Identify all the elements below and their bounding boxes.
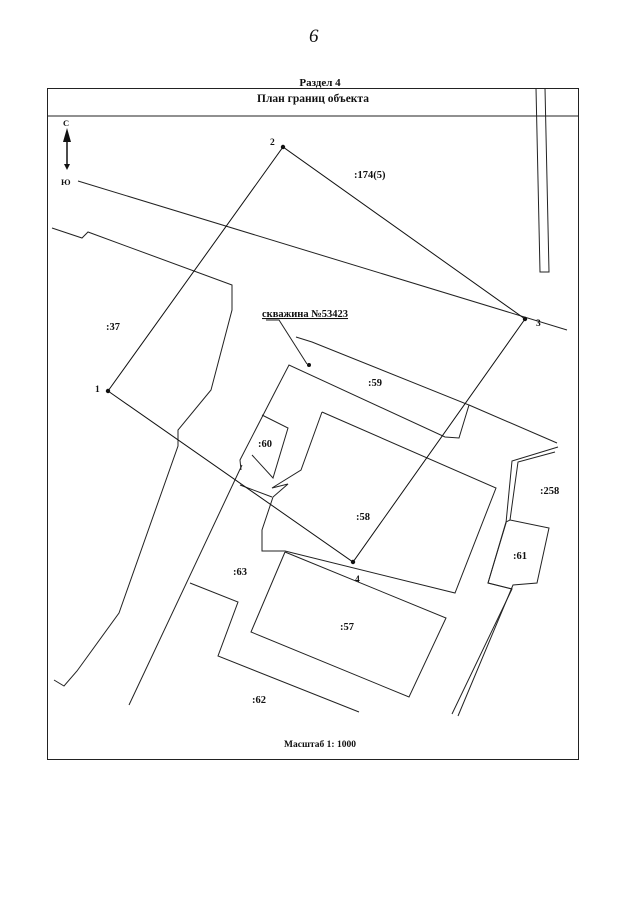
parcel-61-boundary [487, 519, 513, 590]
parcel-57-boundary [250, 551, 447, 698]
parcel-label-63: :63 [233, 567, 247, 578]
page-number: 6 [309, 26, 319, 47]
parcel-59-east-line [468, 404, 558, 444]
well-label: скважина №53423 [262, 309, 348, 320]
parcel-37-boundary [51, 227, 233, 687]
plan-title: План границ объекта [257, 93, 369, 105]
point-2-label: 2 [270, 138, 275, 148]
road-strip [535, 87, 550, 273]
parcel-label-57: :57 [340, 622, 354, 633]
parcel-63-west-edge [128, 464, 243, 706]
point-4-label: 4 [355, 575, 360, 585]
parcel-60-boundary [251, 414, 289, 479]
point-1-marker [105, 388, 111, 394]
point-1-label: 1 [95, 385, 100, 395]
point-3-marker [522, 316, 528, 322]
section-title: Раздел 4 [299, 77, 341, 89]
parcel-258-boundary-2 [457, 451, 556, 717]
parcel-label-258: :258 [540, 486, 559, 497]
scale-label: Масштаб 1: 1000 [284, 740, 356, 750]
point-4-marker [350, 559, 356, 565]
diagonal-boundary-line [77, 180, 568, 331]
parcel-label-61: :61 [513, 551, 527, 562]
compass-north-label: С [63, 118, 69, 128]
parcel-label-174: :174(5) [354, 170, 386, 181]
parcel-58-boundary [261, 411, 497, 594]
well-leader-line [266, 319, 308, 365]
point-2-marker [280, 144, 286, 150]
compass-south-label: Ю [61, 177, 71, 187]
compass-icon: С Ю [61, 118, 71, 187]
parcel-label-37: :37 [106, 322, 120, 333]
point-3-label: 3 [536, 319, 541, 329]
parcel-label-62: :62 [252, 695, 266, 706]
well-marker [307, 363, 311, 367]
plan-frame [47, 88, 579, 760]
parcel-label-60: :60 [258, 439, 272, 450]
parcel-label-58: :58 [356, 512, 370, 523]
parcel-label-59: :59 [368, 378, 382, 389]
parcel-63-boundary [189, 582, 360, 713]
parcel-59-boundary [239, 336, 470, 471]
